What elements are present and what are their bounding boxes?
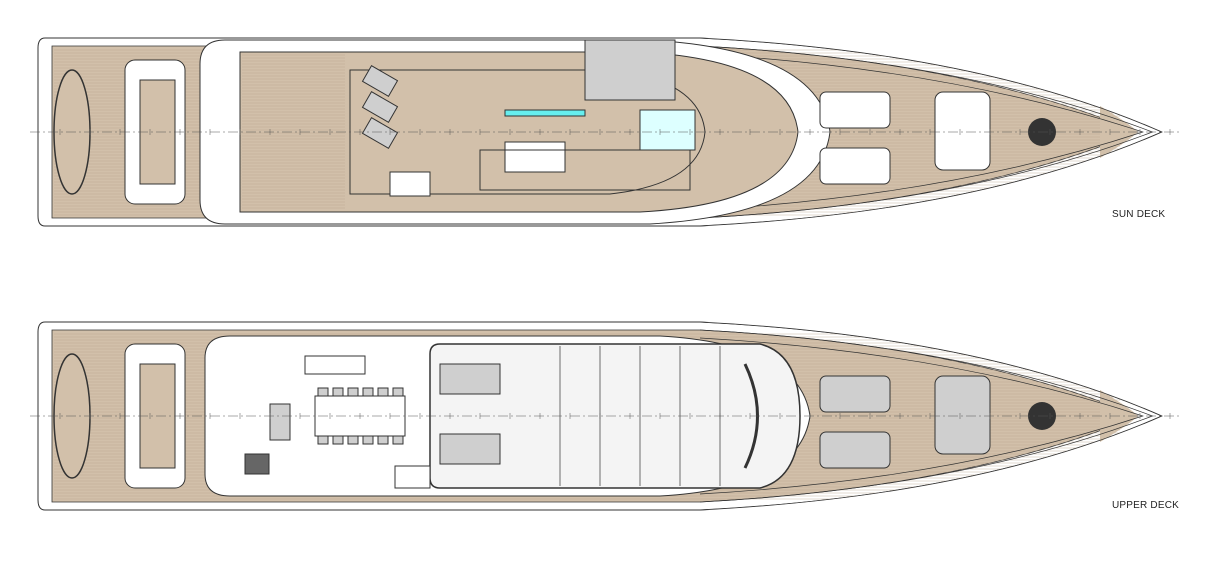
sun-lounger: [361, 91, 399, 123]
sun-lounger: [361, 117, 399, 149]
jacuzzi: [639, 109, 696, 151]
sun-lounger: [361, 65, 399, 97]
bow-mask: [700, 322, 1218, 510]
bbq-unit: [304, 355, 366, 375]
chair: [377, 435, 389, 445]
forward-sunpad: [819, 375, 891, 413]
hull-line: [699, 37, 1163, 227]
forward-sunpad: [819, 147, 891, 185]
lounge-sofa: [584, 39, 676, 101]
chair: [392, 387, 404, 397]
sun-deck-plan: [30, 37, 1218, 227]
forward-lounge: [934, 91, 991, 171]
dining-table: [504, 141, 566, 173]
sofa-outline: [479, 149, 691, 191]
chair: [317, 435, 329, 445]
chair: [332, 387, 344, 397]
forward-sunpad: [819, 431, 891, 469]
upper-deck-label: UPPER DECK: [1112, 500, 1180, 511]
upper-deck-plan: [30, 321, 1218, 511]
stairs: [389, 171, 431, 197]
chair: [317, 387, 329, 397]
armchair: [244, 453, 270, 475]
chair: [362, 435, 374, 445]
forward-lounge: [934, 375, 991, 455]
bow-mask: [700, 38, 1218, 226]
chair: [362, 387, 374, 397]
saloon-sofa: [439, 433, 501, 465]
chair: [347, 435, 359, 445]
bar-counter: [504, 109, 586, 117]
sun-deck-label: SUN DECK: [1112, 209, 1166, 220]
chair: [347, 387, 359, 397]
chair: [392, 435, 404, 445]
sofa: [269, 403, 291, 441]
saloon-sofa: [439, 363, 501, 395]
chair: [377, 387, 389, 397]
hull-line: [699, 321, 1163, 511]
chair: [332, 435, 344, 445]
forward-sunpad: [819, 91, 891, 129]
stairs: [394, 465, 431, 489]
